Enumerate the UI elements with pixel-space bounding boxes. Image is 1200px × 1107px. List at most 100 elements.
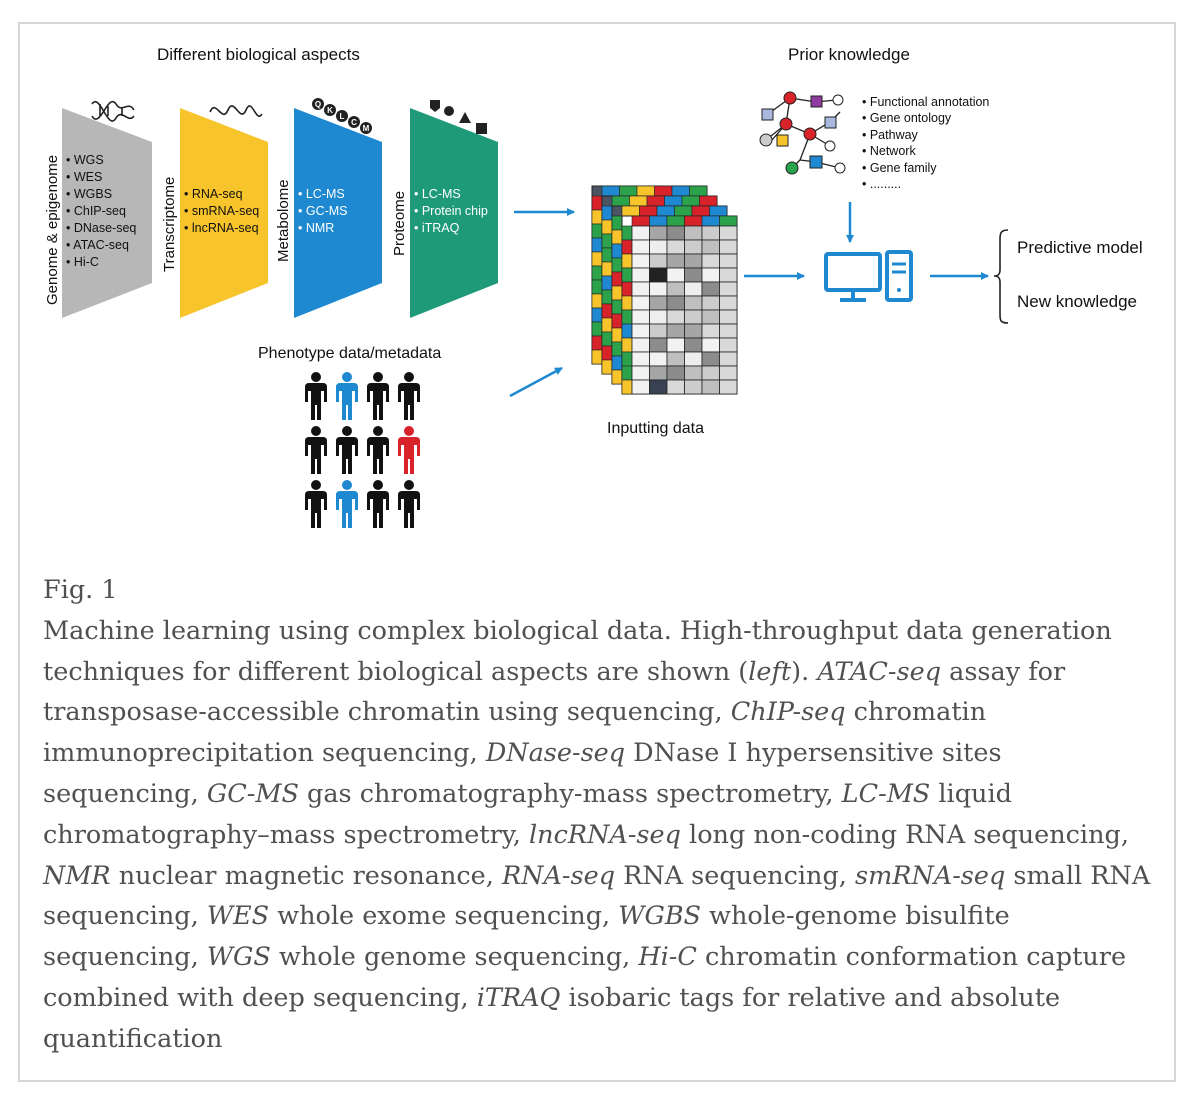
caption-segment: liquid chromatography–mass spectrometry,	[43, 778, 1012, 850]
input-data-matrix	[591, 185, 738, 395]
genome-item: • WES	[66, 170, 102, 184]
metabolome-label: Metabolome	[275, 179, 292, 262]
person-icon	[336, 480, 358, 528]
caption-abbreviation: DNase-seq	[485, 738, 626, 769]
computer-icon	[824, 250, 913, 302]
metabolite-letter: K	[327, 106, 333, 115]
caption-abbreviation: WGS	[206, 942, 271, 973]
genome-item: • Hi-C	[66, 255, 99, 269]
metabolite-letter: C	[351, 118, 357, 127]
metabolome-item: • LC-MS	[298, 187, 345, 201]
network-icon	[759, 91, 846, 175]
column-genome: Genome & epigenome • WGS • WES • WGBS • …	[44, 100, 152, 318]
caption-segment: ).	[791, 656, 818, 687]
prior-item: • Network	[862, 144, 916, 158]
prior-item: • Gene ontology	[862, 111, 952, 125]
caption-abbreviation: LC-MS	[841, 778, 931, 809]
caption-text: Machine learning using complex biologica…	[43, 616, 1150, 1054]
metabolite-letters-icon: Q K L C M	[312, 98, 372, 134]
transcriptome-item: • RNA-seq	[184, 187, 243, 201]
person-icon	[336, 372, 358, 420]
metabolite-letter: L	[340, 112, 345, 121]
person-icon	[367, 372, 389, 420]
caption-abbreviation: ChIP-seq	[730, 697, 846, 728]
phenotype-label: Phenotype data/metadata	[258, 345, 441, 362]
person-icon	[398, 372, 420, 420]
prior-item: • Pathway	[862, 128, 919, 142]
transcriptome-item: • smRNA-seq	[184, 204, 259, 218]
transcriptome-trapezoid	[180, 108, 268, 318]
protein-shapes-icon	[430, 100, 487, 134]
caption-abbreviation: ATAC-seq	[817, 656, 942, 687]
phenotype-people-grid	[305, 372, 420, 528]
person-icon	[367, 426, 389, 474]
transcriptome-item: • lncRNA-seq	[184, 221, 259, 235]
proteome-item: • LC-MS	[414, 187, 461, 201]
prior-item: • Functional annotation	[862, 95, 989, 109]
genome-item: • ChIP-seq	[66, 204, 126, 218]
output-brace	[993, 229, 1009, 324]
caption-segment: Machine learning using complex biologica…	[43, 615, 1112, 687]
column-metabolome: Metabolome • LC-MS • GC-MS • NMR Q K L C…	[275, 98, 382, 318]
heading-prior-knowledge: Prior knowledge	[788, 45, 910, 64]
genome-trapezoid	[62, 108, 152, 318]
inputting-data-label: Inputting data	[607, 420, 704, 437]
caption-abbreviation: WGBS	[618, 901, 702, 932]
genome-item: • WGBS	[66, 187, 112, 201]
caption-abbreviation: WES	[206, 901, 270, 932]
caption-abbreviation: Hi-C	[638, 942, 697, 973]
caption-abbreviation: lncRNA-seq	[529, 819, 681, 850]
output-predictive-model: Predictive model	[1017, 238, 1143, 257]
rna-icon	[209, 105, 263, 117]
caption-segment: whole genome sequencing,	[270, 942, 639, 973]
proteome-item: • iTRAQ	[414, 221, 460, 235]
caption-segment: chromatin conformation capture combined …	[43, 942, 1127, 1013]
metabolome-item: • GC-MS	[298, 204, 348, 218]
person-icon	[367, 480, 389, 528]
metabolome-item: • NMR	[298, 221, 334, 235]
person-icon	[398, 426, 420, 474]
dna-icon	[91, 100, 135, 122]
caption-abbreviation: NMR	[43, 860, 111, 891]
genome-item: • DNase-seq	[66, 221, 136, 235]
caption-segment: nuclear magnetic resonance,	[110, 860, 502, 891]
person-icon	[336, 426, 358, 474]
caption-abbreviation: iTRAQ	[476, 982, 561, 1013]
genome-label: Genome & epigenome	[44, 155, 61, 305]
person-icon	[398, 480, 420, 528]
person-icon	[305, 426, 327, 474]
prior-item: • Gene family	[862, 161, 937, 175]
caption-abbreviation: RNA-seq	[501, 860, 616, 891]
proteome-item: • Protein chip	[414, 204, 488, 218]
person-icon	[305, 372, 327, 420]
caption-segment: small RNA sequencing,	[43, 860, 1151, 932]
caption-segment: RNA sequencing,	[615, 860, 855, 891]
metabolite-letter: M	[363, 124, 370, 133]
genome-item: • WGS	[66, 153, 104, 167]
heading-different-aspects: Different biological aspects	[157, 45, 360, 64]
genome-item: • ATAC-seq	[66, 238, 129, 252]
caption-abbreviation: GC-MS	[206, 778, 299, 809]
proteome-label: Proteome	[391, 191, 408, 256]
caption-segment: isobaric tags for relative and absolute …	[43, 982, 1061, 1054]
person-icon	[305, 480, 327, 528]
caption-segment: long non-coding RNA sequencing,	[680, 819, 1129, 850]
caption-abbreviation: left	[748, 656, 792, 687]
caption-segment: chromatin immunoprecipitation sequencing…	[43, 697, 987, 769]
output-new-knowledge: New knowledge	[1017, 292, 1137, 311]
column-transcriptome: Transcriptome • RNA-seq • smRNA-seq • ln…	[161, 105, 268, 318]
matrix-layer	[621, 215, 738, 395]
figure-caption: Fig. 1 Machine learning using complex bi…	[43, 570, 1153, 1060]
caption-abbreviation: smRNA-seq	[855, 860, 1006, 891]
metabolome-trapezoid	[294, 108, 382, 318]
figure-diagram: Different biological aspects Prior knowl…	[44, 45, 1143, 528]
caption-segment: whole-genome bisulfite sequencing,	[43, 901, 1010, 973]
column-proteome: Proteome • LC-MS • Protein chip • iTRAQ	[391, 100, 498, 318]
caption-segment: DNase I hypersensitive sites sequencing,	[43, 738, 1002, 809]
prior-item: • .........	[862, 177, 901, 191]
caption-segment: assay for transposase-accessible chromat…	[43, 656, 1066, 728]
metabolite-letter: Q	[315, 100, 321, 109]
arrow-phenotype-to-data	[509, 366, 563, 398]
proteome-trapezoid	[410, 108, 498, 318]
figure-label: Fig. 1	[43, 575, 118, 605]
